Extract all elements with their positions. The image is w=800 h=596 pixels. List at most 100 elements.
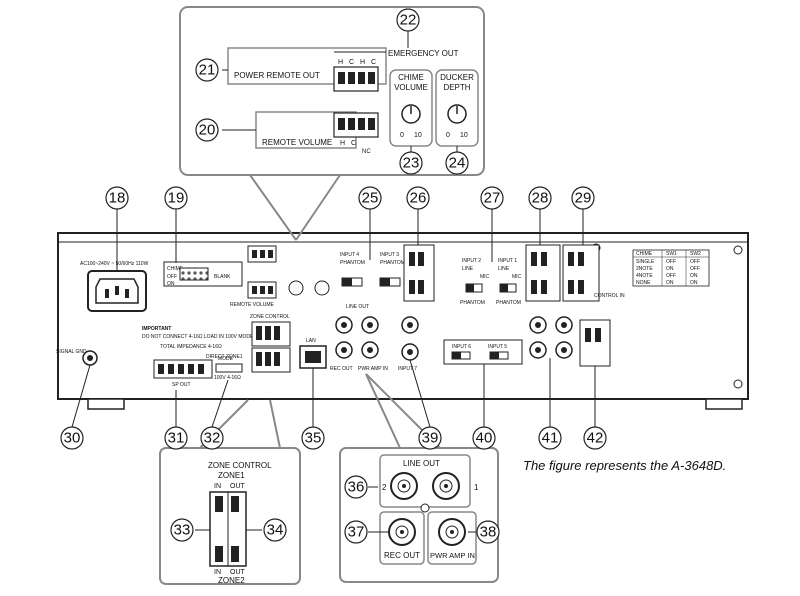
- screw-icon: [733, 245, 743, 255]
- chime-table-cell: ON: [690, 273, 698, 279]
- chime-table-header-sw1: SW1: [666, 251, 677, 257]
- chime-table-cell: NONE: [636, 280, 651, 286]
- zone2-label: ZONE2: [218, 576, 245, 585]
- terminal-block-28[interactable]: [525, 244, 561, 302]
- ducker-ten-label: 10: [460, 132, 468, 139]
- line-out-label: LINE OUT: [403, 459, 440, 468]
- ducker-depth-knob[interactable]: [447, 104, 467, 124]
- chime-table-cell: OFF: [666, 259, 676, 265]
- leader-lines: [71, 30, 596, 533]
- sp-out-block: IMPORTANT DO NOT CONNECT 4-16Ω LOAD IN 1…: [142, 326, 254, 388]
- zone-control-terminal[interactable]: [209, 491, 247, 567]
- input6-bus-label: INPUT 6: [452, 344, 471, 350]
- remote-terminals-mini[interactable]: REMOTE VOLUME: [230, 245, 330, 308]
- phantom1-label: PHANTOM: [496, 300, 521, 306]
- pwr-amp-in-jack[interactable]: [438, 518, 466, 546]
- svg-text:25: 25: [362, 190, 379, 207]
- svg-text:26: 26: [410, 190, 427, 207]
- lan-port[interactable]: LAN: [299, 338, 327, 369]
- direct-zone-label: DIRECT ZONE1: [206, 354, 243, 360]
- callout-19: 19: [164, 186, 188, 210]
- svg-text:35: 35: [305, 430, 322, 447]
- control-in[interactable]: CONTROL IN: [562, 244, 625, 302]
- chime-volume-knob[interactable]: [401, 104, 421, 124]
- svg-text:28: 28: [532, 190, 549, 207]
- mode-label: MODE: [218, 356, 234, 362]
- ac-inlet[interactable]: AC100~240V ~ 50/60Hz 110W: [80, 261, 149, 312]
- chime-table-cell: ON: [666, 280, 674, 286]
- chime-volume-knob-mini[interactable]: [288, 280, 304, 296]
- ducker-depth-label-2: DEPTH: [443, 83, 470, 92]
- callout-28: 28: [528, 186, 552, 210]
- line-out-detail: LINE OUT 2 1 REC OUT PWR AMP IN: [339, 373, 499, 583]
- line1-label: LINE: [498, 266, 510, 272]
- svg-text:30: 30: [64, 430, 81, 447]
- ducker-depth-knob-mini[interactable]: [314, 280, 330, 296]
- chime-ten-label: 10: [414, 132, 422, 139]
- ducker-depth-label-1: DUCKER: [440, 73, 474, 82]
- callout-42: 42: [583, 426, 607, 450]
- chime-table-cell: 4NOTE: [636, 273, 653, 279]
- input4-input3-phantom[interactable]: INPUT 4 PHANTOM INPUT 3 PHANTOM: [340, 252, 405, 287]
- callout-33: 33: [170, 518, 194, 542]
- terminal-block-42[interactable]: [579, 319, 611, 367]
- screw-icon: [733, 379, 743, 389]
- svg-text:23: 23: [403, 155, 420, 172]
- zone-control-title: ZONE CONTROL: [208, 461, 272, 470]
- lan-label: LAN: [306, 338, 316, 344]
- phantom2-label: PHANTOM: [460, 300, 485, 306]
- line-out-jack-2[interactable]: [390, 472, 418, 500]
- svg-text:36: 36: [348, 479, 365, 496]
- callout-31: 31: [164, 426, 188, 450]
- input2-input1-switches[interactable]: INPUT 2 LINE MIC PHANTOM INPUT 1 LINE MI…: [460, 258, 522, 306]
- chime-table-header-chime: CHIME: [636, 251, 653, 257]
- out-label: OUT: [230, 483, 246, 490]
- out-label: OUT: [230, 569, 246, 576]
- svg-text:29: 29: [575, 190, 592, 207]
- important-note: DO NOT CONNECT 4-16Ω LOAD IN 100V MODE: [142, 334, 254, 340]
- svg-text:22: 22: [400, 12, 417, 29]
- svg-text:19: 19: [168, 190, 185, 207]
- signal-gnd-label: SIGNAL GND: [56, 349, 87, 355]
- svg-text:40: 40: [476, 430, 493, 447]
- mode-values-label: 100V 4-16Ω: [214, 375, 241, 381]
- input7-label: INPUT 7: [398, 366, 417, 372]
- chime-switch[interactable]: CHIME OFF ON BLANK: [163, 261, 243, 287]
- chime-volume-label-2: VOLUME: [394, 83, 428, 92]
- figure-caption: The figure represents the A-3648D.: [523, 458, 727, 473]
- h-label: H: [340, 140, 345, 147]
- callout-18: 18: [105, 186, 129, 210]
- power-emergency-terminal[interactable]: H C H C: [333, 59, 379, 92]
- line-out-jack-1[interactable]: [432, 472, 460, 500]
- foot-right: [705, 398, 743, 410]
- svg-text:42: 42: [587, 430, 604, 447]
- screw-icon: [420, 503, 430, 513]
- line2-label: LINE: [462, 266, 474, 272]
- callout-34: 34: [263, 518, 287, 542]
- ducker-zero-label: 0: [446, 132, 450, 139]
- input2-label: INPUT 2: [462, 258, 481, 264]
- nc-label: NC: [362, 149, 371, 155]
- ch2-label: 2: [382, 483, 387, 492]
- callout-22: 22: [396, 8, 420, 32]
- callout-29: 29: [571, 186, 595, 210]
- input6-input5-rca[interactable]: [529, 316, 573, 359]
- chime-table-cell: 2NOTE: [636, 266, 653, 272]
- chime-table-cell: ON: [666, 266, 674, 272]
- remote-volume-terminal[interactable]: H C NC: [333, 112, 379, 155]
- zone1-label: ZONE1: [218, 471, 245, 480]
- terminal-block-26[interactable]: [403, 244, 435, 302]
- callout-36: 36: [344, 475, 368, 499]
- svg-text:21: 21: [199, 62, 216, 79]
- input6-input5-bus[interactable]: INPUT 6 INPUT 5: [443, 339, 523, 365]
- rca-cluster-mini[interactable]: LINE OUT REC OUT PWR AMP IN: [330, 304, 388, 372]
- svg-text:32: 32: [204, 430, 221, 447]
- zone-control-mini[interactable]: ZONE CONTROL: [250, 314, 291, 373]
- callout-37: 37: [344, 520, 368, 544]
- callouts: 18 19 21 20 22 23 24 25 26 27 28 29 30 3…: [60, 8, 607, 544]
- rec-out-jack[interactable]: [388, 518, 416, 546]
- svg-text:20: 20: [199, 122, 216, 139]
- mode-switch[interactable]: [215, 363, 243, 373]
- chime-volume-label-1: CHIME: [398, 73, 424, 82]
